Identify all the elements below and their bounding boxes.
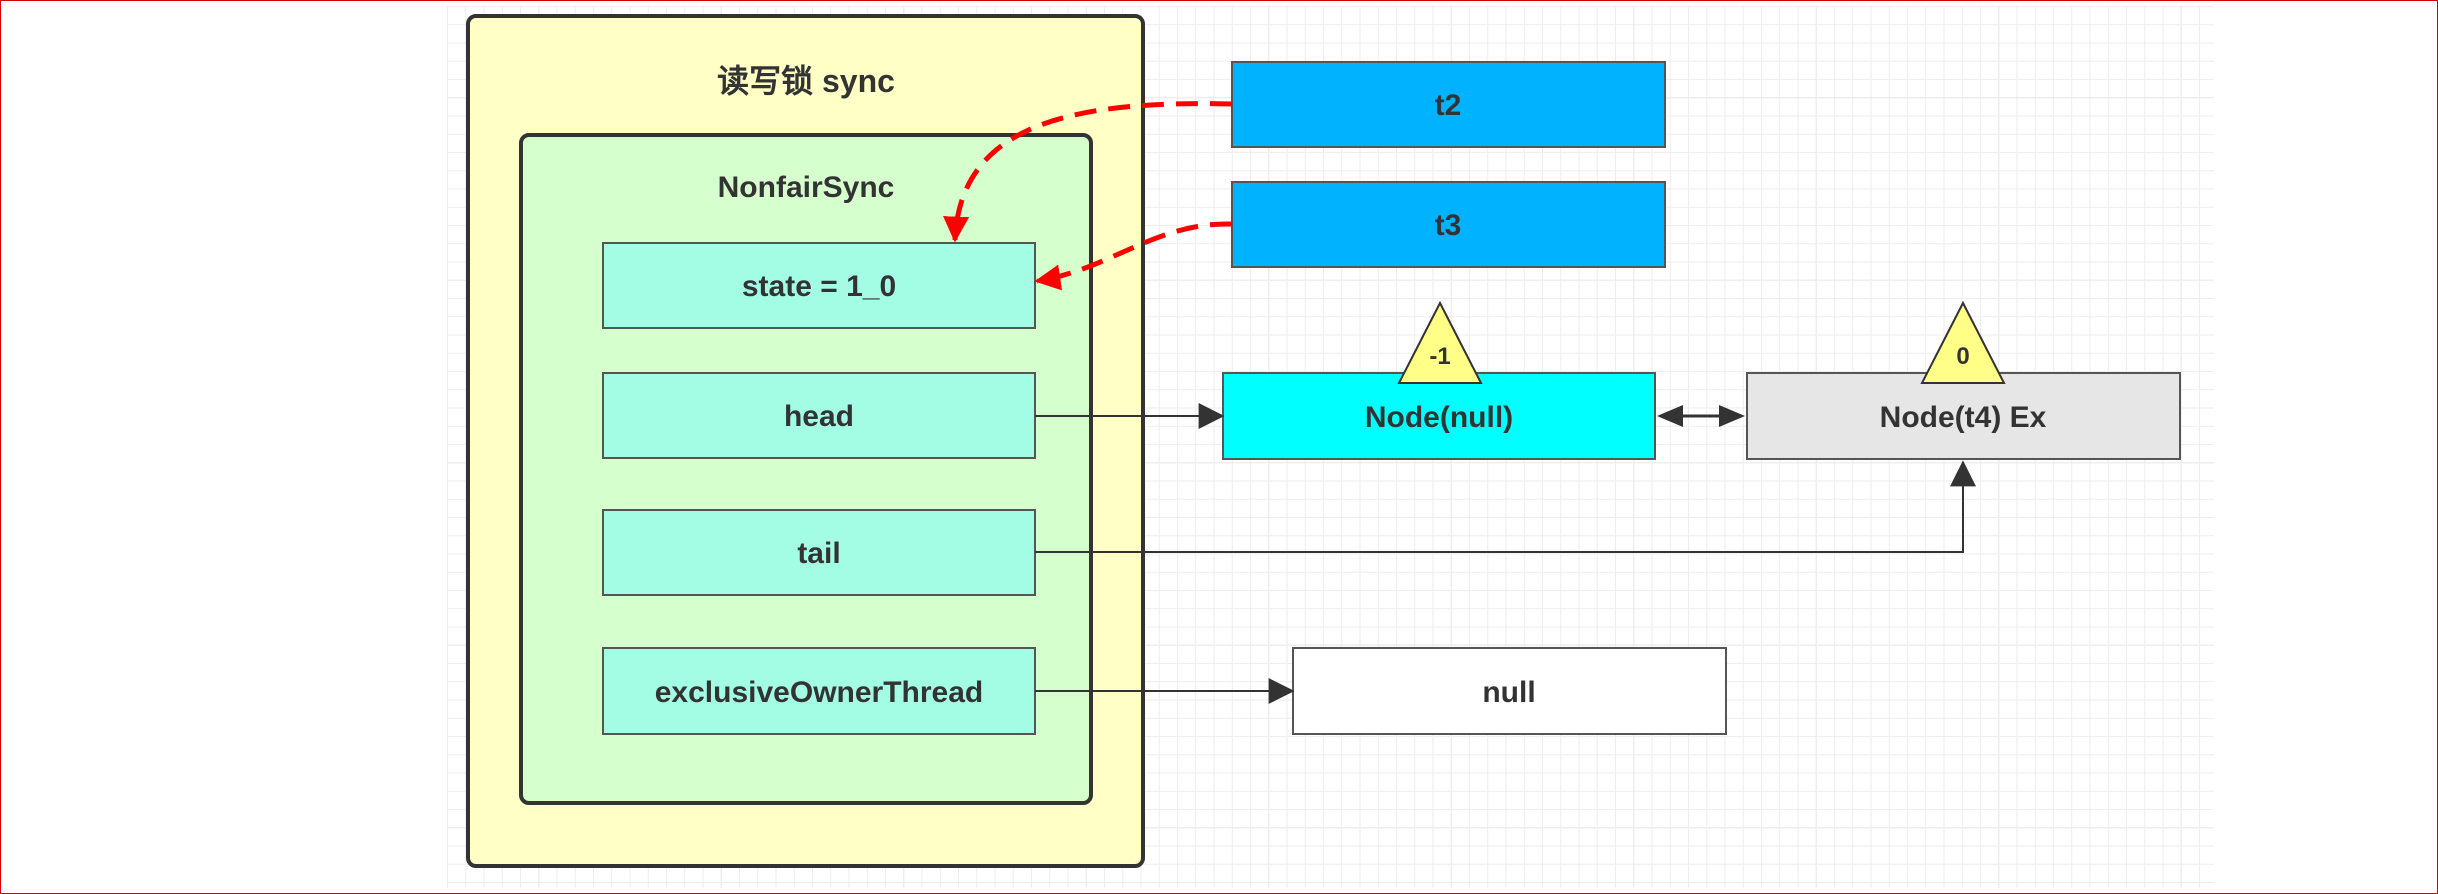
wait-status-badge-node-t4: 0 [1920, 300, 2006, 384]
field-state: state = 1_0 [602, 242, 1036, 329]
field-head: head [602, 372, 1036, 459]
thread-t3-label: t3 [1435, 209, 1462, 242]
dashed-arrow-t3-to-state [1034, 221, 1233, 291]
node-null-label: Node(null) [1365, 401, 1513, 434]
thread-t2-label: t2 [1435, 89, 1462, 122]
field-exclusive-owner-thread: exclusiveOwnerThread [602, 647, 1036, 735]
node-t4-label: Node(t4) Ex [1880, 401, 2047, 434]
thread-t3: t3 [1231, 181, 1666, 268]
field-tail-label: tail [797, 537, 840, 570]
wait-status-node-t4-text: 0 [1956, 343, 1969, 370]
node-t4: Node(t4) Ex [1746, 372, 2181, 460]
owner-null-box: null [1292, 647, 1727, 735]
field-tail: tail [602, 509, 1036, 596]
field-state-label: state = 1_0 [742, 270, 896, 303]
wait-status-badge-node-null: -1 [1397, 300, 1483, 384]
field-head-label: head [784, 400, 854, 433]
wait-status-node-null-text: -1 [1429, 343, 1450, 370]
thread-t2: t2 [1231, 61, 1666, 148]
link-node-null-node-t4 [1657, 405, 1745, 427]
sync-container-title: 读写锁 sync [717, 63, 895, 99]
field-exclusive-owner-thread-label: exclusiveOwnerThread [655, 676, 983, 709]
node-null: Node(null) [1222, 372, 1656, 460]
nonfair-sync-title: NonfairSync [718, 171, 895, 204]
arrow-tail-to-node-t4 [1035, 460, 1976, 553]
owner-null-label: null [1482, 676, 1535, 709]
